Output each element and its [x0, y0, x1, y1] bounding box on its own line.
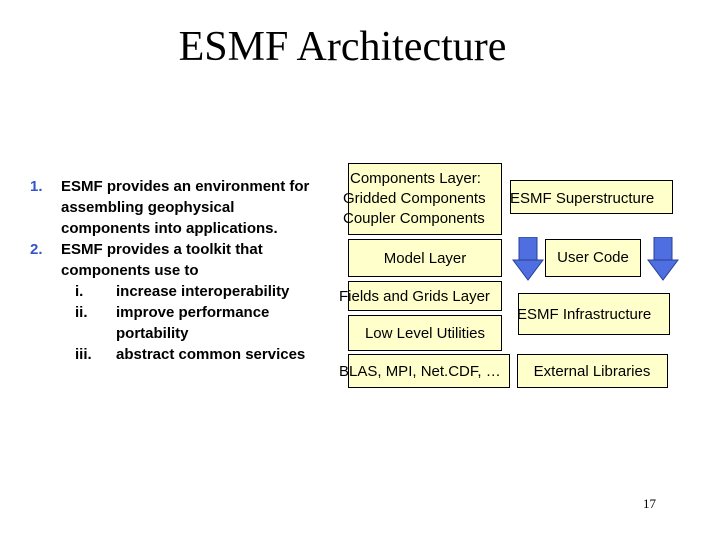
down-arrow-icon	[512, 237, 544, 281]
list-item-2-line-2: components use to	[61, 262, 199, 279]
sublist-item-ii-line-2: portability	[116, 325, 189, 342]
list-item-2-line-1: ESMF provides a toolkit that	[61, 241, 263, 258]
components-layer-box	[348, 163, 502, 235]
external-libs-label: BLAS, MPI, Net.CDF, …	[339, 363, 501, 380]
sublist-number-ii: ii.	[75, 304, 88, 321]
sublist-number-i: i.	[75, 283, 84, 300]
components-layer-line-3: Coupler Components	[343, 210, 485, 227]
fields-grids-layer-box	[348, 281, 502, 311]
sublist-item-iii: abstract common services	[116, 346, 306, 363]
model-layer-box	[348, 239, 502, 277]
sublist-item-ii-line-1: improve performance	[116, 304, 270, 321]
page-title: ESMF Architecture	[178, 24, 507, 70]
down-arrow-icon	[647, 237, 679, 281]
low-level-utilities-label: Low Level Utilities	[364, 325, 486, 342]
list-item-1-line-2: assembling geophysical	[61, 199, 235, 216]
superstructure-box	[510, 180, 673, 214]
user-code-label: User Code	[557, 249, 629, 266]
sublist-item-i: increase interoperability	[116, 283, 290, 300]
list-number-2: 2.	[30, 241, 43, 258]
external-libs-box	[348, 354, 510, 388]
list-item-1-line-1: ESMF provides an environment for	[61, 178, 310, 195]
infrastructure-box	[518, 293, 670, 335]
superstructure-label: ESMF Superstructure	[510, 190, 655, 207]
fields-grids-layer-label: Fields and Grids Layer	[339, 288, 490, 305]
list-number-1: 1.	[30, 178, 43, 195]
user-code-box	[545, 239, 641, 277]
sublist-number-iii: iii.	[75, 346, 92, 363]
low-level-utilities-box	[348, 315, 502, 351]
external-libraries-box	[517, 354, 668, 388]
components-layer-line-1: Components Layer:	[350, 170, 481, 187]
components-layer-line-2: Gridded Components	[343, 190, 486, 207]
page-number: 17	[643, 496, 656, 511]
infrastructure-label: ESMF Infrastructure	[517, 306, 652, 323]
model-layer-label: Model Layer	[383, 250, 467, 267]
external-libraries-label: External Libraries	[533, 363, 651, 380]
list-item-1-line-3: components into applications.	[61, 220, 278, 237]
